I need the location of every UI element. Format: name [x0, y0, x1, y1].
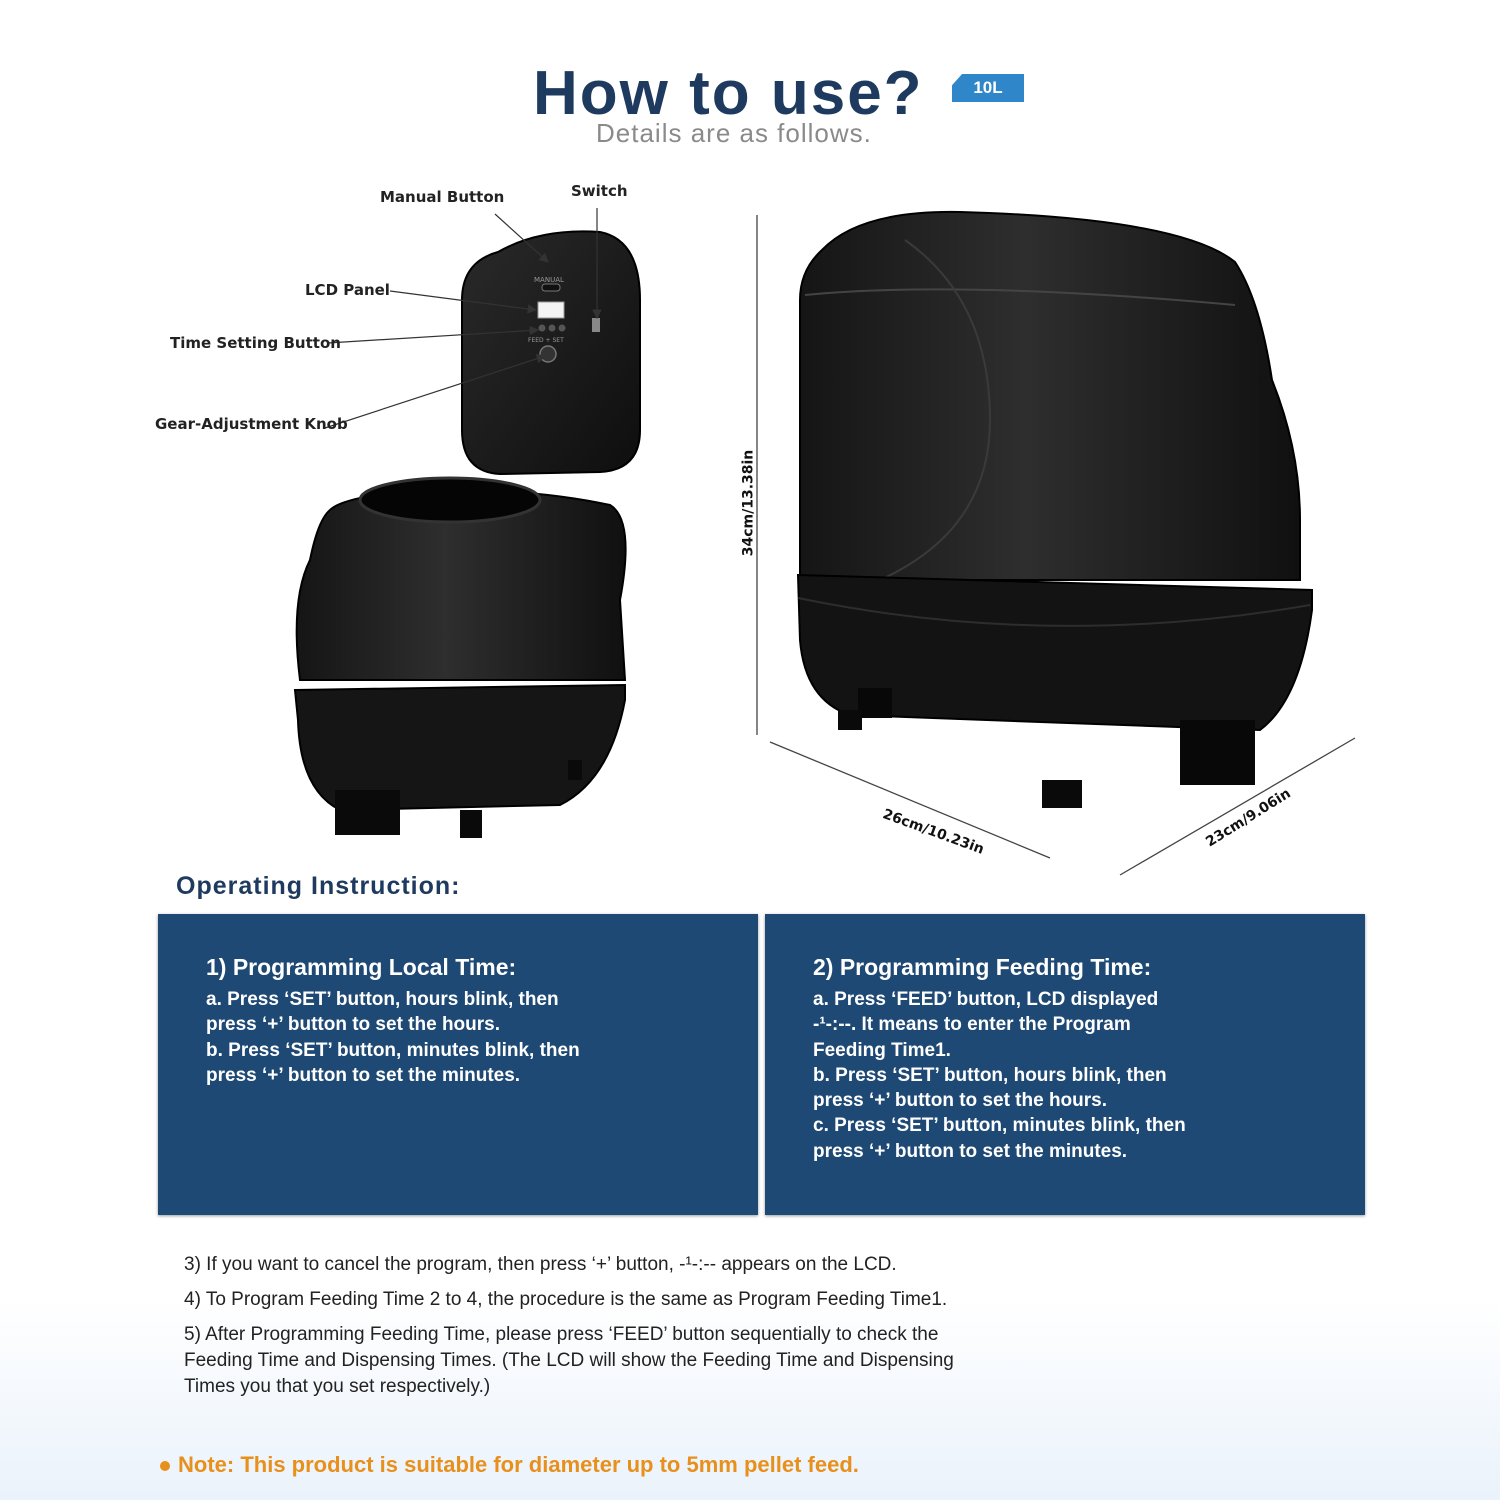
panel-line: -¹-:--. It means to enter the Program [813, 1014, 1131, 1036]
note-bullet-icon [160, 1461, 170, 1472]
local-time-panel: 1) Programming Local Time: a. Press ‘SET… [158, 914, 758, 1215]
depth-dimension-line [1119, 737, 1356, 876]
note: Note: This product is suitable for diame… [160, 1452, 859, 1478]
open-feeder-illustration: MANUAL FEED + SET [293, 230, 641, 838]
gear-knob-callout: Gear-Adjustment Knob [155, 415, 348, 433]
gear-knob-shape [539, 345, 557, 363]
manual-button-shape [541, 283, 561, 292]
manual-leader [494, 213, 549, 263]
width-dimension-line [769, 741, 1051, 859]
panel-line: b. Press ‘SET’ button, minutes blink, th… [206, 1039, 580, 1061]
capacity-badge: 10L [952, 74, 1024, 102]
panel-line: c. Press ‘SET’ button, minutes blink, th… [813, 1115, 1186, 1137]
panel-line: press ‘+’ button to set the minutes. [813, 1140, 1128, 1162]
switch-shape [592, 318, 600, 332]
lid-feed-set-label: FEED + SET [528, 337, 564, 344]
note-text: Note: This product is suitable for diame… [178, 1452, 859, 1477]
step-check-times: 5) After Programming Feeding Time, pleas… [184, 1324, 939, 1345]
gear-knob-leader [324, 354, 547, 429]
step-program-times: 4) To Program Feeding Time 2 to 4, the p… [184, 1289, 948, 1310]
step-check-times-cont: Times you that you set respectively.) [184, 1376, 491, 1397]
lcd-panel-callout: LCD Panel [305, 281, 390, 299]
page-title: How to use? [533, 59, 924, 128]
feeding-time-title: 2) Programming Feeding Time: [813, 954, 1152, 980]
feeding-time-panel: 2) Programming Feeding Time: a. Press ‘F… [765, 914, 1365, 1215]
page-subtitle: Details are as follows. [596, 118, 872, 148]
step-cancel-program: 3) If you want to cancel the program, th… [184, 1254, 897, 1275]
closed-feeder-illustration [796, 210, 1313, 808]
step-check-times-cont: Feeding Time and Dispensing Times. (The … [184, 1350, 954, 1371]
product-diagram: MANUAL FEED + SET [293, 208, 1356, 876]
panel-line: press ‘+’ button to set the hours. [206, 1014, 501, 1036]
switch-callout: Switch [571, 182, 628, 200]
lid-manual-label: MANUAL [534, 276, 564, 284]
panel-line: Feeding Time1. [813, 1039, 951, 1061]
lcd-panel [537, 301, 565, 319]
lcd-leader [389, 290, 538, 314]
panel-line: a. Press ‘SET’ button, hours blink, then [206, 989, 559, 1010]
time-setting-button-callout: Time Setting Button [170, 334, 341, 352]
panel-line: press ‘+’ button to set the minutes. [206, 1064, 521, 1086]
time-setting-button-shape [538, 324, 546, 332]
height-dimension-label: 34cm/13.38in [740, 449, 757, 557]
panel-line: a. Press ‘FEED’ button, LCD displayed [813, 989, 1159, 1010]
panel-line: press ‘+’ button to set the hours. [813, 1090, 1108, 1112]
manual-button-callout: Manual Button [380, 188, 505, 206]
local-time-title: 1) Programming Local Time: [206, 954, 517, 980]
time-setting-leader [327, 325, 540, 344]
background-fade [0, 1300, 1500, 1500]
panel-line: b. Press ‘SET’ button, hours blink, then [813, 1064, 1167, 1086]
section-heading: Operating Instruction: [176, 872, 461, 900]
